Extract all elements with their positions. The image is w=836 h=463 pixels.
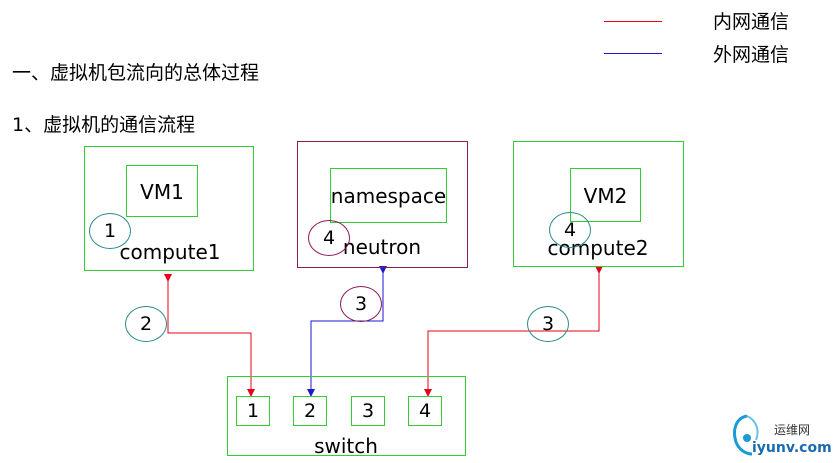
vm2-label: VM2 [583,184,628,208]
compute1-box [84,146,254,271]
step-marker-link-neutron: 3 [340,286,382,322]
legend-internal-line [604,21,662,22]
neutron-label: neutron [342,235,422,259]
namespace-box [330,168,447,223]
switch-port-3: 3 [351,396,385,426]
section-heading: 一、虚拟机包流向的总体过程 [12,62,260,84]
legend-external-line [604,53,662,54]
switch-port-1: 1 [236,396,270,426]
namespace-label: namespace [330,184,447,208]
link-compute2-port4 [424,266,603,397]
switch-port-4: 4 [408,396,442,426]
vm2-box [570,168,641,222]
compute2-box [513,141,684,267]
link-neutron-port2 [307,266,387,397]
switch-port-2: 2 [293,396,327,426]
compute1-label: compute1 [119,240,221,264]
legend-external-label: 外网通信 [713,44,790,66]
link-compute1-port1 [164,274,255,397]
switch-box [227,376,466,456]
subsection-heading: 1、虚拟机的通信流程 [12,114,196,136]
watermark-site-name: 运维网 [774,423,811,437]
legend-internal-label: 内网通信 [713,11,790,33]
watermark-url: iyunv.com [752,440,832,456]
step-marker-neutron: 4 [308,220,350,256]
neutron-box [297,141,468,268]
vm1-box [126,165,198,217]
step-marker-vm2: 4 [549,212,591,248]
step-marker-vm1: 1 [89,213,131,249]
step-marker-link-compute2: 3 [527,306,569,342]
watermark-logo-icon [732,414,759,456]
switch-label: switch [314,434,378,458]
step-marker-link-compute1: 2 [125,306,167,342]
vm1-label: VM1 [140,180,184,204]
